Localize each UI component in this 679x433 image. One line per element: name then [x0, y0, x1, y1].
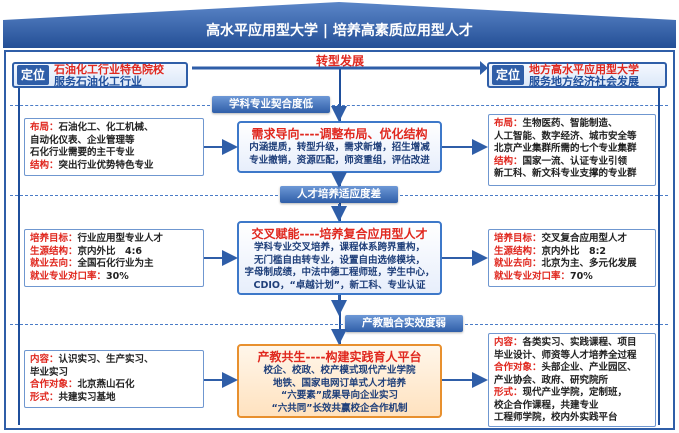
separator-3b	[465, 324, 668, 325]
left-box-training-row: 就业专业对口率：30%	[30, 270, 129, 282]
left-guide-line	[18, 85, 20, 425]
right-box-training-row: 就业去向：北京为主、多元化发展	[494, 258, 637, 269]
gap-bar-industry: 产教融合实效度弱	[345, 315, 463, 332]
right-box-layout-row: 布局：生物医药、智能制造、	[494, 118, 618, 129]
left-position-line1: 石油化工行业特色院校	[54, 63, 164, 76]
right-guide-line	[658, 85, 660, 425]
left-box-layout-row: 结构：突出行业优势特色专业	[30, 159, 154, 171]
left-box-layout: 布局：石油化工、化工机械、 自动化仪表、企业管理等 石化行业需要的主干专业 结构…	[24, 118, 204, 176]
center-box-demand-line: 内涵提质，转型升级，需求新增，招生增减	[249, 142, 430, 153]
right-positioning-header: 定位 地方高水平应用型大学 服务地方经济社会发展	[487, 62, 667, 88]
gap-bar-talent: 人才培养适应度差	[280, 186, 398, 203]
center-box-industry-line: 地铁、国家电网订单式人才培养	[272, 377, 406, 389]
transition-label: 转型发展	[315, 54, 364, 68]
roof-banner	[3, 2, 676, 48]
right-position-line2: 服务地方经济社会发展	[529, 75, 639, 88]
transition-arrow	[192, 61, 488, 75]
left-position-line2: 服务石油化工行业	[54, 75, 142, 88]
center-box-demand: 需求导向----调整布局、优化结构 内涵提质，转型升级，需求新增，招生增减 专业…	[237, 121, 442, 173]
right-box-layout-row: 结构：国家一流、认证专业引领	[494, 155, 628, 167]
right-box-practice-row: 工程师学院，校内外实践平台	[494, 412, 618, 423]
center-box-industry: 产教共生----构建实践育人平台 校企、校政、校产模式现代产业学院 地铁、国家电…	[237, 344, 442, 418]
right-box-practice-row: 毕业设计、师资等人才培养全过程	[494, 349, 637, 361]
center-box-cross-title: 交叉赋能----培养复合应用型人才	[251, 227, 428, 241]
center-box-demand-line: 专业撤销，资源匹配，师资重组，评估改进	[249, 154, 430, 166]
right-box-training-row: 就业专业对口率：70%	[494, 270, 593, 282]
separator-1b	[332, 105, 668, 106]
separator-1	[10, 105, 210, 106]
center-box-demand-title: 需求导向----调整布局、优化结构	[251, 127, 428, 141]
left-box-practice-row: 合作对象：北京燕山石化	[30, 379, 135, 390]
right-box-training: 培养目标：交叉复合应用型人才 生源结构：京内外比 8:2 就业去向：北京为主、多…	[488, 229, 656, 287]
center-box-industry-title: 产教共生----构建实践育人平台	[257, 350, 422, 364]
right-box-layout-row: 人工智能、数字经济、城市安全等	[494, 130, 637, 142]
right-box-practice-row: 校企合作课程，共建专业	[494, 399, 599, 411]
right-position-line1: 地方高水平应用型大学	[529, 63, 639, 76]
right-box-practice-row: 内容：各类实习、实践课程、项目	[494, 337, 637, 348]
right-box-layout: 布局：生物医药、智能制造、 人工智能、数字经济、城市安全等 北京产业集群所需的七…	[488, 114, 656, 186]
center-box-cross-line: 字母制成绩，中法中德工程师班，学生中心，	[244, 267, 435, 278]
right-box-practice-row: 形式：现代产业学院，定制班，	[494, 387, 628, 398]
right-box-layout-row: 新工科、新文科专业支撑的专业群	[494, 168, 637, 179]
center-box-industry-line: 校企、校政、校产模式现代产业学院	[263, 365, 416, 376]
left-box-practice-row: 毕业实习	[30, 366, 69, 378]
left-box-training-row: 生源结构：京内外比 4:6	[30, 245, 143, 257]
left-box-practice: 内容：认识实习、生产实习、 毕业实习 合作对象：北京燕山石化 形式：共建实习基地	[24, 350, 204, 408]
separator-2	[10, 195, 278, 196]
center-box-industry-line: “六要素”成果导向企业实习	[281, 390, 398, 401]
right-box-training-row: 培养目标：交叉复合应用型人才	[494, 233, 628, 244]
left-positioning-header: 定位 石油化工行业特色院校 服务石油化工行业	[12, 62, 188, 88]
right-box-practice: 内容：各类实习、实践课程、项目 毕业设计、师资等人才培养全过程 合作对象：头部企…	[488, 333, 656, 427]
left-box-training-row: 培养目标：行业应用型专业人才	[30, 233, 164, 244]
center-box-cross-line: CDIO，“卓越计划”，新工科、专业认证	[253, 279, 426, 291]
center-box-cross: 交叉赋能----培养复合应用型人才 学科专业交叉培养，课程体系跨界重构， 无门槛…	[237, 221, 442, 295]
left-position-tag: 定位	[17, 65, 49, 85]
left-box-layout-row: 布局：石油化工、化工机械、	[30, 122, 154, 133]
right-box-layout-row: 北京产业集群所需的七个专业集群	[494, 143, 637, 154]
left-box-practice-row: 形式：共建实习基地	[30, 391, 116, 403]
right-box-practice-row: 合作对象：头部企业、产业园区、	[494, 362, 637, 373]
main-title: 高水平应用型大学 | 培养高素质应用型人才	[206, 23, 473, 39]
right-box-training-row: 生源结构：京内外比 8:2	[494, 245, 607, 257]
left-box-practice-row: 内容：认识实习、生产实习、	[30, 354, 154, 365]
center-box-cross-line: 学科专业交叉培养，课程体系跨界重构，	[253, 242, 425, 253]
left-box-training-row: 就业去向：全国石化行业为主	[30, 258, 154, 269]
left-box-layout-row: 石化行业需要的主干专业	[30, 147, 135, 158]
left-box-training: 培养目标：行业应用型专业人才 生源结构：京内外比 4:6 就业去向：全国石化行业…	[24, 229, 204, 287]
gap-bar-discipline: 学科专业契合度低	[212, 96, 330, 113]
right-box-practice-row: 产业协会、政府、研究院所	[494, 374, 609, 386]
separator-3	[10, 324, 343, 325]
separator-2b	[400, 195, 668, 196]
center-box-cross-line: 无门槛自由转专业，设置自由选修模块，	[253, 254, 425, 266]
center-box-industry-line: “六共同”长效共赢校企合作机制	[271, 402, 408, 414]
left-box-layout-row: 自动化仪表、企业管理等	[30, 134, 135, 146]
right-position-tag: 定位	[492, 65, 524, 85]
